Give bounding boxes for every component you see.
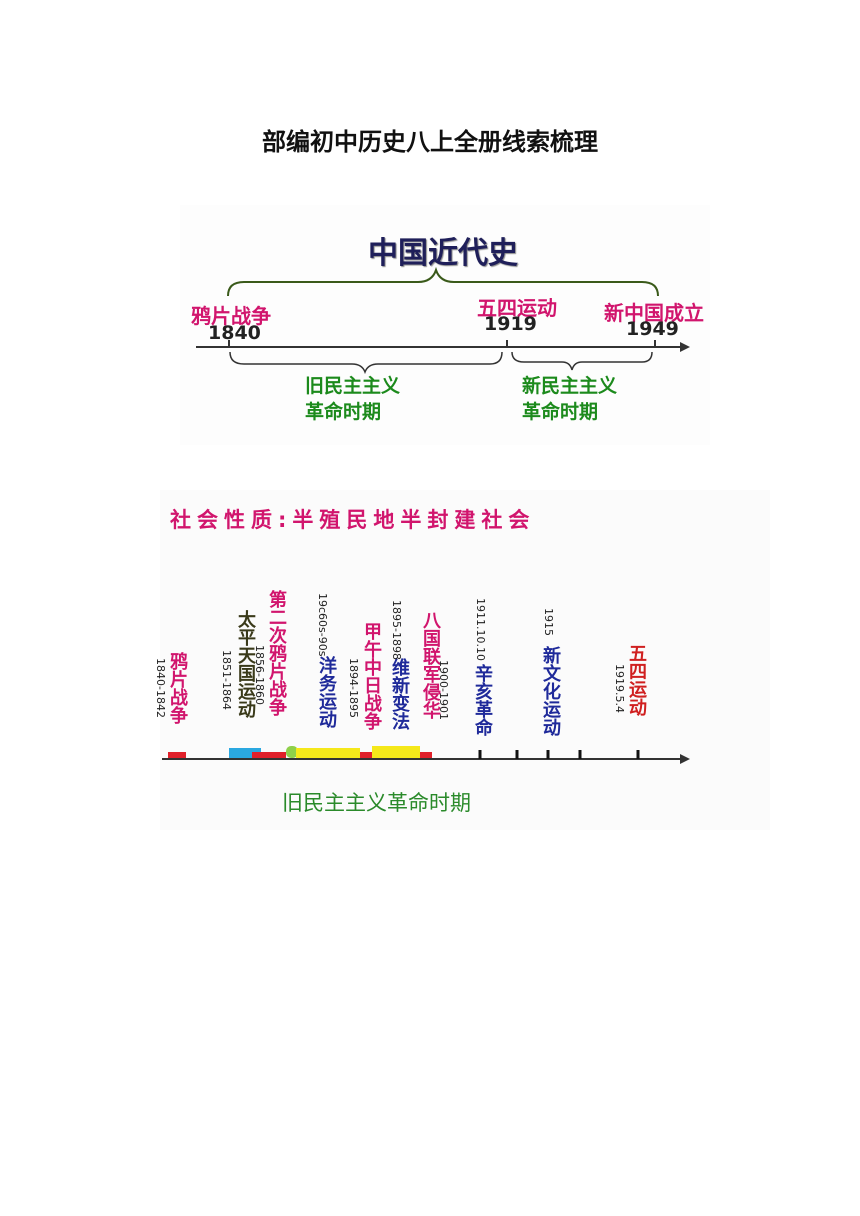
event2-taiping: 太平天国运动 (235, 610, 256, 718)
event2-new-culture: 新文化运动 (540, 646, 561, 736)
new-democratic-brace (511, 351, 653, 371)
event2-may-fourth: 五四运动 (626, 644, 647, 716)
timeline-arrow (680, 342, 690, 352)
society-nature-heading: 社会性质:半殖民地半封建社会 (170, 508, 536, 532)
date2-new-culture: 1915 (542, 608, 555, 636)
period-new-line1: 新民主主义 (522, 375, 618, 397)
event2-xinhai: 辛亥革命 (472, 664, 493, 736)
bar-taiping (229, 748, 261, 758)
timeline2-arrow (680, 754, 690, 764)
page-title: 部编初中历史八上全册线索梳理 (262, 128, 598, 156)
event-label-may-fourth: 五四运动 (477, 296, 557, 320)
event-year-1949: 1949 (626, 318, 679, 340)
date2-xinhai: 1911.10.10 (474, 598, 487, 661)
event2-opium-war: 鸦片战争 (167, 652, 188, 724)
old-democratic-timeline-graphic (162, 746, 690, 764)
old-democratic-brace (229, 351, 503, 375)
period-old-democratic: 旧民主主义 革命时期 (305, 373, 400, 425)
bar-westernization (296, 748, 360, 758)
date2-reform: 1895-1898 (390, 600, 403, 660)
event2-eight-nation: 八国联军侵华 (420, 611, 441, 719)
modern-history-title: 中国近代史 (368, 236, 518, 271)
modern-history-timeline-graphic (196, 266, 690, 375)
event2-second-opium-war: 第二次鸦片战争 (266, 590, 287, 716)
bar-green-overlap (286, 746, 298, 758)
bar-eight-nation (420, 752, 432, 758)
period-new-line2: 革命时期 (522, 401, 599, 423)
date2-taiping: 1851-1864 (220, 650, 233, 710)
date2-second-opium-war: 1856-1860 (253, 645, 266, 705)
event-label-opium-war: 鸦片战争 (191, 304, 271, 328)
date2-sino-japanese: 1894-1895 (347, 658, 360, 718)
bar-sino-japanese (360, 752, 372, 758)
date2-eight-nation: 1900-1901 (437, 660, 450, 720)
bar-reform (372, 746, 420, 758)
date2-may-fourth: 1919.5.4 (613, 664, 626, 713)
period-new-democratic: 新民主主义 革命时期 (522, 373, 617, 425)
period-old-line1: 旧民主主义 (305, 375, 401, 397)
event2-reform: 维新变法 (389, 658, 410, 730)
overall-brace (227, 266, 659, 297)
modern-history-diagram (180, 205, 710, 445)
event-label-prc-founding: 新中国成立 (604, 301, 704, 325)
date2-westernization: 19c60s-90s (316, 593, 329, 657)
event-year-1919: 1919 (484, 313, 537, 335)
old-democratic-period-caption: 旧民主主义革命时期 (282, 791, 471, 815)
bar-second-opium-war (252, 752, 286, 758)
bar-opium-war (168, 752, 186, 758)
date2-opium-war: 1840-1842 (154, 658, 167, 718)
period-old-line2: 革命时期 (305, 401, 382, 423)
old-democratic-timeline-diagram (160, 490, 770, 830)
event-year-1840: 1840 (208, 322, 261, 344)
event2-westernization: 洋务运动 (316, 656, 337, 728)
event2-sino-japanese: 甲午中日战争 (361, 622, 382, 730)
